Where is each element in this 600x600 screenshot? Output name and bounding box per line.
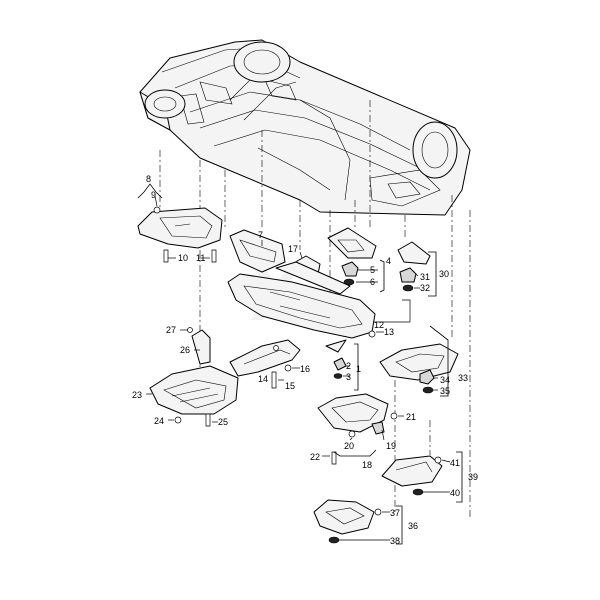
clip-41-icon bbox=[434, 456, 442, 464]
bolt-11-icon bbox=[211, 249, 217, 263]
callout-36: 36 bbox=[408, 521, 418, 531]
clip-21-icon bbox=[390, 412, 398, 420]
callout-34: 34 bbox=[440, 375, 450, 385]
callout-22: 22 bbox=[310, 452, 320, 462]
callout-25: 25 bbox=[218, 417, 228, 427]
callout-39: 39 bbox=[468, 472, 478, 482]
callout-35: 35 bbox=[440, 386, 450, 396]
bolt-24-icon bbox=[174, 416, 182, 424]
callout-33: 33 bbox=[458, 373, 468, 383]
clip-5-icon bbox=[341, 261, 359, 277]
part-18-assembly bbox=[317, 393, 404, 465]
callout-24: 24 bbox=[154, 416, 164, 426]
vehicle-underbody bbox=[139, 39, 471, 216]
callout-40: 40 bbox=[450, 488, 460, 498]
callout-21: 21 bbox=[406, 412, 416, 422]
bolt-15-icon bbox=[271, 371, 277, 389]
center-lines bbox=[159, 100, 471, 520]
callout-30: 30 bbox=[439, 269, 449, 279]
part-12-center-guard bbox=[227, 261, 411, 339]
bolt-27-icon bbox=[187, 327, 193, 333]
callout-17: 17 bbox=[288, 244, 298, 254]
callout-8: 8 bbox=[146, 174, 151, 184]
callout-10: 10 bbox=[178, 253, 188, 263]
part-33-assembly bbox=[379, 325, 459, 397]
part-39-assembly bbox=[381, 451, 463, 503]
clip-20-icon bbox=[348, 430, 356, 438]
nut-35-icon bbox=[422, 386, 434, 394]
callout-26: 26 bbox=[180, 345, 190, 355]
callout-16: 16 bbox=[300, 364, 310, 374]
clip-31-icon bbox=[399, 267, 417, 283]
callout-5: 5 bbox=[370, 265, 375, 275]
callout-20: 20 bbox=[344, 441, 354, 451]
callout-13: 13 bbox=[384, 327, 394, 337]
part-4-assembly bbox=[327, 227, 385, 293]
callout-27: 27 bbox=[166, 325, 176, 335]
clip-2-icon bbox=[333, 357, 347, 371]
part-8-assembly bbox=[137, 183, 223, 263]
callout-11: 11 bbox=[196, 253, 205, 263]
callout-15: 15 bbox=[285, 381, 295, 391]
bolt-25-icon bbox=[205, 413, 211, 427]
part-36-assembly bbox=[313, 499, 403, 545]
callout-3: 3 bbox=[346, 372, 351, 382]
part-26-strut bbox=[180, 327, 211, 365]
callout-4: 4 bbox=[386, 256, 391, 266]
callout-12: 12 bbox=[374, 320, 384, 330]
nut-40-icon bbox=[412, 488, 424, 496]
nut-38-icon bbox=[328, 536, 340, 544]
callout-7: 7 bbox=[258, 230, 263, 240]
callout-14: 14 bbox=[258, 374, 268, 384]
bolt-10-icon bbox=[163, 249, 169, 263]
part-23-front-guard bbox=[146, 365, 239, 427]
callout-31: 31 bbox=[420, 272, 430, 282]
callout-41: 41 bbox=[450, 458, 460, 468]
nut-6-icon bbox=[343, 278, 355, 286]
part-1-assembly bbox=[325, 339, 359, 391]
part-14-bracket bbox=[229, 339, 301, 389]
callout-32: 32 bbox=[420, 283, 430, 293]
clip-37-icon bbox=[374, 508, 382, 516]
part-7-side-trim bbox=[229, 229, 286, 273]
callout-9: 9 bbox=[151, 190, 156, 200]
bolt-22-icon bbox=[331, 451, 337, 465]
clip-13-icon bbox=[368, 330, 376, 338]
callout-1: 1 bbox=[356, 364, 361, 374]
callout-18: 18 bbox=[362, 460, 372, 470]
callout-23: 23 bbox=[132, 390, 142, 400]
callout-2: 2 bbox=[346, 361, 351, 371]
clip-16-icon bbox=[284, 364, 292, 372]
clip-19-icon bbox=[371, 421, 385, 435]
nut-32-icon bbox=[402, 284, 414, 292]
clip-9-icon bbox=[153, 206, 161, 214]
callout-labels: 1 2 3 4 5 6 7 8 9 10 11 12 13 14 15 16 1… bbox=[132, 174, 478, 546]
part-30-assembly bbox=[397, 241, 437, 297]
callout-37: 37 bbox=[390, 508, 400, 518]
nut-3-icon bbox=[333, 373, 343, 379]
callout-19: 19 bbox=[386, 441, 396, 451]
callout-6: 6 bbox=[370, 277, 375, 287]
clip-34-icon bbox=[419, 369, 435, 385]
callout-38: 38 bbox=[390, 536, 400, 546]
